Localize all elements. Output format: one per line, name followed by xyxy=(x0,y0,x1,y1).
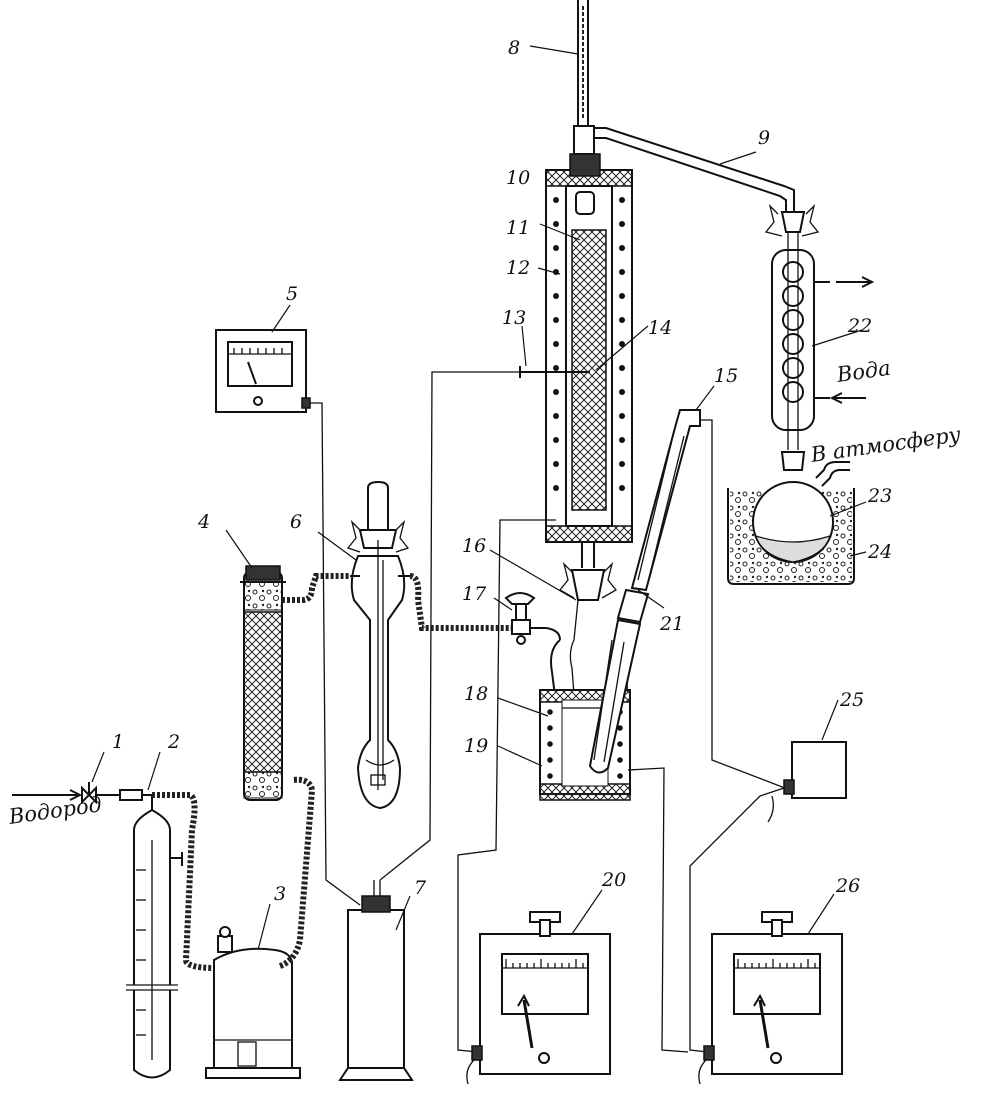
label-7: 7 xyxy=(414,877,427,899)
wire-15-to-25 xyxy=(700,419,791,791)
side-thermometer-21 xyxy=(588,409,701,774)
flowmeter-tube xyxy=(119,789,183,1079)
label-1: 1 xyxy=(112,731,124,753)
wire-meter5 xyxy=(310,402,361,906)
label-22: 22 xyxy=(847,315,872,337)
label-10: 10 xyxy=(506,167,530,189)
label-2: 2 xyxy=(167,731,180,753)
galvanometer-26 xyxy=(698,911,843,1085)
label-23: 23 xyxy=(867,485,892,507)
leader-lines xyxy=(91,45,867,951)
label-9: 9 xyxy=(758,127,770,149)
hydrogen-valve xyxy=(12,782,122,805)
bubbler-jar xyxy=(205,926,301,1079)
label-25: 25 xyxy=(839,689,864,711)
galvanometer-20 xyxy=(466,911,611,1085)
label-12: 12 xyxy=(506,257,530,279)
compensation-box-25 xyxy=(689,741,847,1053)
label-6: 6 xyxy=(290,511,302,533)
label-21: 21 xyxy=(659,613,684,635)
label-water: Вода xyxy=(834,356,892,387)
wire-thermocouple-13 xyxy=(379,371,560,881)
receiver-flask-23 xyxy=(752,451,850,563)
ground-joint-16 xyxy=(559,542,617,601)
stopcock-17 xyxy=(504,592,561,645)
hose-flowmeter-to-bubbler xyxy=(152,792,217,971)
hose-column-to-saturator xyxy=(282,573,350,603)
label-hydrogen: Водород xyxy=(6,792,103,829)
label-15: 15 xyxy=(714,365,738,387)
label-19: 19 xyxy=(464,735,488,757)
hose-bubbler-to-column xyxy=(278,776,316,969)
furnace-coils xyxy=(553,197,625,491)
label-11: 11 xyxy=(506,217,530,239)
label-3: 3 xyxy=(274,883,286,905)
label-14: 14 xyxy=(648,317,672,339)
label-20: 20 xyxy=(601,869,626,891)
label-18: 18 xyxy=(464,683,488,705)
condenser-22 xyxy=(764,203,875,450)
saturator-vessel xyxy=(346,480,410,810)
label-26: 26 xyxy=(835,875,860,897)
label-to-atmosphere: В атмосферу xyxy=(808,422,963,467)
wire-heater xyxy=(627,767,689,1053)
hose-saturator-to-stopcock xyxy=(409,573,516,631)
thermometer-8 xyxy=(573,0,595,155)
temperature-meter-5 xyxy=(215,329,311,413)
cold-junction-dewar xyxy=(338,880,414,1081)
drying-column xyxy=(240,565,286,801)
outlet-tube-9 xyxy=(594,127,795,212)
label-5: 5 xyxy=(286,283,298,305)
wire-furnace-to-meter20 xyxy=(457,519,556,1053)
label-17: 17 xyxy=(462,583,487,605)
label-24: 24 xyxy=(867,541,892,563)
label-16: 16 xyxy=(462,535,486,557)
label-4: 4 xyxy=(197,511,210,533)
label-13: 13 xyxy=(502,307,526,329)
tube-furnace xyxy=(519,153,633,543)
label-8: 8 xyxy=(508,37,520,59)
